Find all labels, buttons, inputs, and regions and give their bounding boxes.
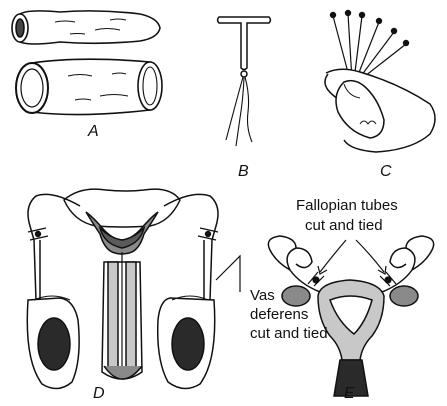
panel-c-implants xyxy=(325,10,435,152)
ovary-right xyxy=(390,286,418,306)
panel-b-copper-t xyxy=(218,17,271,146)
testis-right xyxy=(172,318,204,370)
panel-letter-c: C xyxy=(380,164,392,180)
condom-lower xyxy=(16,59,162,114)
tubectomy-label-line1: Fallopian tubes xyxy=(296,196,398,215)
penis-shaft xyxy=(102,252,142,379)
tube-tie-right xyxy=(380,272,396,286)
ovary-left xyxy=(282,286,310,306)
panel-d-vasectomy xyxy=(27,189,240,388)
copper-t-threads xyxy=(226,77,252,146)
panel-letter-a: A xyxy=(88,124,99,140)
tube-tie-left xyxy=(308,272,324,286)
panel-letter-d: D xyxy=(93,386,105,402)
condom-upper xyxy=(12,11,160,44)
panel-letter-b: B xyxy=(238,164,249,180)
panel-letter-e: E xyxy=(344,386,355,402)
vasectomy-label-line1: Vas xyxy=(250,286,275,305)
vasectomy-label-line2: deferens xyxy=(250,305,308,324)
vasectomy-label-line3: cut and tied xyxy=(250,324,328,343)
testis-left xyxy=(38,318,70,370)
tubectomy-label-line2: cut and tied xyxy=(305,216,383,235)
copper-t-arms xyxy=(218,17,271,70)
fallopian-tube-right xyxy=(382,248,415,292)
arm-with-fingers xyxy=(325,69,435,152)
panel-a-condoms xyxy=(12,11,162,115)
tube-label-arrows xyxy=(318,240,386,274)
